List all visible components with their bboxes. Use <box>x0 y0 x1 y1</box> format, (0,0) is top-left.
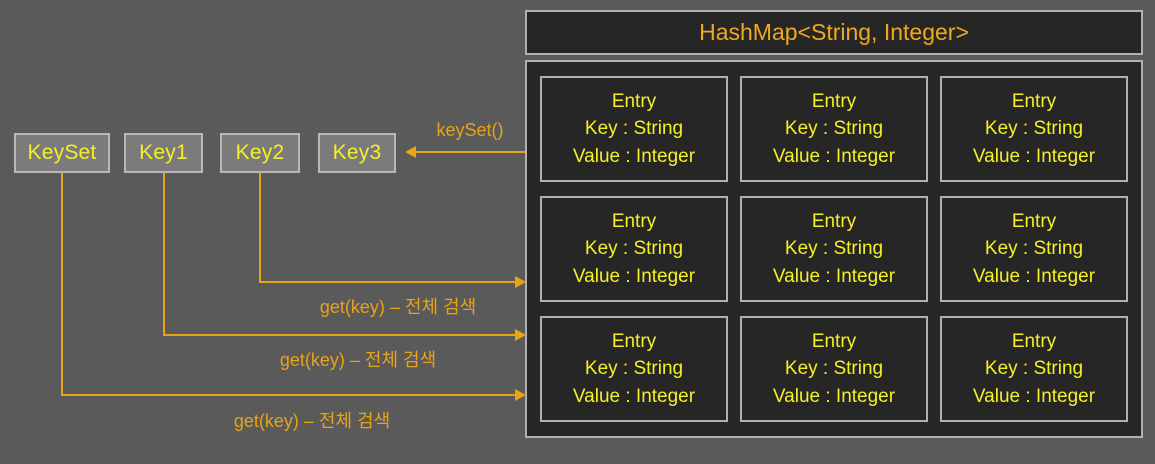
entry-title: Entry <box>1011 90 1057 112</box>
key-box-label: Key1 <box>139 141 188 164</box>
entry-title: Entry <box>811 90 857 112</box>
key-box-key3[interactable]: Key3 <box>318 133 396 173</box>
key1-edge-label: get(key) – 전체 검색 <box>279 350 437 370</box>
keyset-edge-horizontal <box>61 394 517 396</box>
key2-edge-label: get(key) – 전체 검색 <box>319 297 477 317</box>
key2-arrow-head-icon <box>515 276 526 288</box>
key-box-key2[interactable]: Key2 <box>220 133 300 173</box>
entry-title: Entry <box>611 210 657 232</box>
key-box-key1[interactable]: Key1 <box>124 133 203 173</box>
key2-edge-horizontal <box>259 281 517 283</box>
entry-value: Value : Integer <box>772 265 896 287</box>
entry-title: Entry <box>811 210 857 232</box>
hashmap-title-bar: HashMap<String, Integer> <box>525 10 1143 55</box>
entry-box[interactable]: Entry Key : String Value : Integer <box>940 76 1128 182</box>
entry-key: Key : String <box>984 118 1084 140</box>
entry-key: Key : String <box>784 118 884 140</box>
entry-box[interactable]: Entry Key : String Value : Integer <box>740 196 928 302</box>
entry-box[interactable]: Entry Key : String Value : Integer <box>540 196 728 302</box>
entry-box[interactable]: Entry Key : String Value : Integer <box>940 316 1128 422</box>
keyset-arrow-line <box>415 151 527 153</box>
keyset-arrow-head-icon <box>405 146 416 158</box>
hashmap-panel: Entry Key : String Value : Integer Entry… <box>525 60 1143 438</box>
entry-grid: Entry Key : String Value : Integer Entry… <box>540 76 1128 422</box>
key-box-label: Key2 <box>235 141 285 164</box>
entry-key: Key : String <box>984 358 1084 380</box>
keyset-edge-vertical <box>61 173 63 396</box>
entry-value: Value : Integer <box>972 385 1096 407</box>
entry-key: Key : String <box>584 358 684 380</box>
entry-box[interactable]: Entry Key : String Value : Integer <box>940 196 1128 302</box>
entry-title: Entry <box>1011 330 1057 352</box>
key1-edge-vertical <box>163 173 165 336</box>
entry-key: Key : String <box>584 118 684 140</box>
keyset-get-arrow-head-icon <box>515 389 526 401</box>
entry-title: Entry <box>611 90 657 112</box>
entry-box[interactable]: Entry Key : String Value : Integer <box>540 316 728 422</box>
entry-title: Entry <box>811 330 857 352</box>
entry-value: Value : Integer <box>772 385 896 407</box>
entry-key: Key : String <box>984 238 1084 260</box>
entry-key: Key : String <box>784 238 884 260</box>
keyset-edge-label: keySet() <box>436 120 504 140</box>
key2-edge-vertical <box>259 173 261 283</box>
entry-title: Entry <box>1011 210 1057 232</box>
entry-value: Value : Integer <box>572 385 696 407</box>
entry-value: Value : Integer <box>772 145 896 167</box>
hashmap-title: HashMap<String, Integer> <box>699 19 969 45</box>
entry-key: Key : String <box>584 238 684 260</box>
key-box-label: Key3 <box>332 141 382 164</box>
entry-key: Key : String <box>784 358 884 380</box>
entry-box[interactable]: Entry Key : String Value : Integer <box>740 316 928 422</box>
entry-value: Value : Integer <box>572 265 696 287</box>
key1-edge-horizontal <box>163 334 517 336</box>
key-box-keyset[interactable]: KeySet <box>14 133 110 173</box>
entry-value: Value : Integer <box>572 145 696 167</box>
entry-box[interactable]: Entry Key : String Value : Integer <box>740 76 928 182</box>
entry-value: Value : Integer <box>972 145 1096 167</box>
entry-value: Value : Integer <box>972 265 1096 287</box>
keyset-get-edge-label: get(key) – 전체 검색 <box>233 411 391 431</box>
entry-box[interactable]: Entry Key : String Value : Integer <box>540 76 728 182</box>
key-box-label: KeySet <box>27 141 97 164</box>
entry-title: Entry <box>611 330 657 352</box>
key1-arrow-head-icon <box>515 329 526 341</box>
